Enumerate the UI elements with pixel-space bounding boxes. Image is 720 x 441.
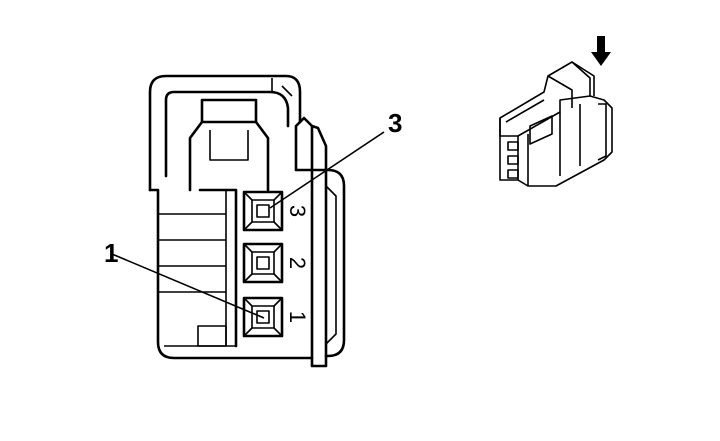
callout-label-1: 1 [104,238,118,268]
latch-outer [148,74,302,192]
callout-1: 1 [104,238,265,319]
pin-cavity-2 [242,242,284,284]
pin-number-3: 3 [285,205,310,217]
callout-label-3: 3 [388,108,402,138]
leader-line-1 [111,253,265,319]
pin-cavity-3 [242,190,284,232]
connector-body [148,116,346,360]
pin-number-2: 2 [285,257,310,269]
latch-tab [188,120,270,192]
arrow-down-icon [591,36,611,66]
latch-inner [164,90,290,178]
connector-face-view: 3 2 1 [148,74,346,368]
connector-iso-view [499,61,613,187]
callout-3: 3 [269,108,402,209]
pin-cavity-1 [242,296,284,338]
pin-number-1: 1 [285,311,310,323]
leader-line-3 [269,131,385,209]
